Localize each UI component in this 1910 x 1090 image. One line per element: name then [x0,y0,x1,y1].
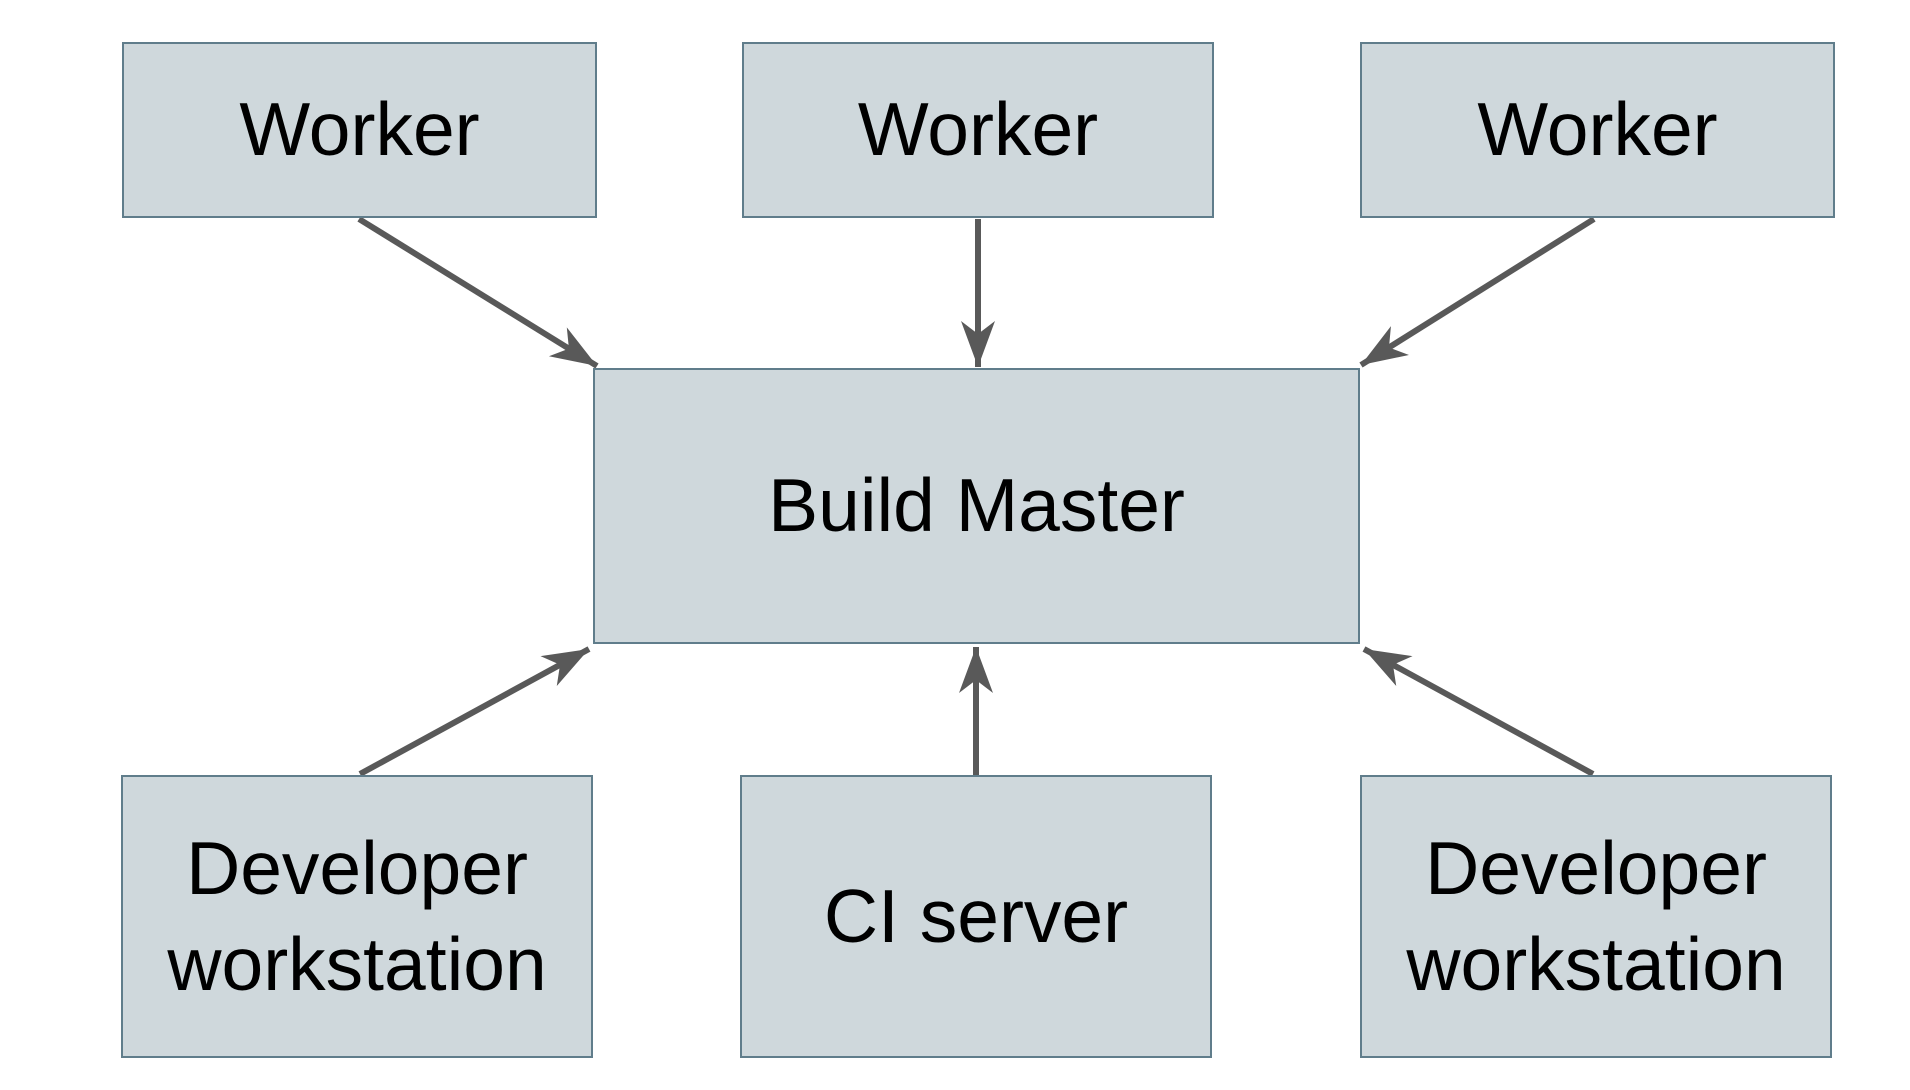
arrow-devright-to-buildmaster [1362,646,1595,777]
node-ci-server: CI server [740,775,1212,1058]
node-developer-workstation-right-label: Developer workstation [1406,826,1786,1006]
arrow-worker3-to-buildmaster [1359,216,1596,368]
arrow-worker1-to-buildmaster [357,216,599,369]
node-worker-3: Worker [1360,42,1835,218]
node-developer-workstation-right: Developer workstation [1360,775,1832,1058]
node-worker-3-label: Worker [1477,87,1718,172]
node-developer-workstation-left-label: Developer workstation [167,826,547,1006]
node-worker-1: Worker [122,42,597,218]
node-ci-server-label: CI server [823,873,1129,958]
node-worker-2-label: Worker [857,87,1099,172]
node-developer-workstation-left: Developer workstation [121,775,593,1058]
node-build-master-label: Build Master [768,463,1185,548]
node-worker-2: Worker [742,42,1214,218]
node-build-master: Build Master [593,368,1360,644]
arrow-devleft-to-buildmaster [358,646,591,777]
node-worker-1-label: Worker [239,87,480,172]
